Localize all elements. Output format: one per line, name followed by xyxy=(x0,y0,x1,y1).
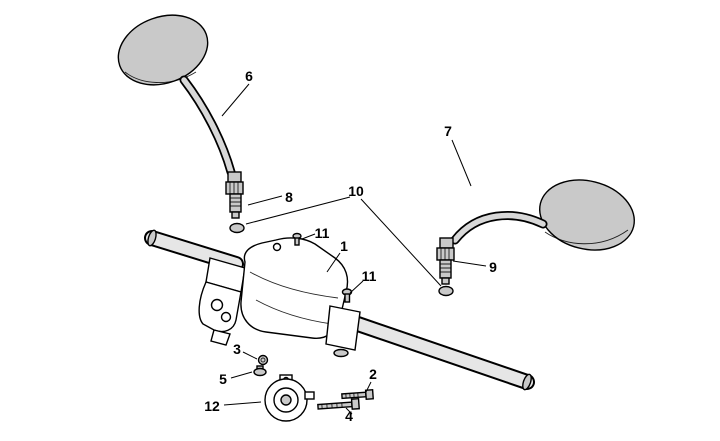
adapter-collar xyxy=(227,171,242,183)
cover-outline xyxy=(240,237,349,339)
cover-contour-2 xyxy=(255,299,333,325)
left-stem-cap xyxy=(229,222,245,234)
handlebar-right-end xyxy=(522,373,532,391)
left-mirror xyxy=(117,14,245,234)
part-label-10: 10 xyxy=(348,183,364,199)
part-label-11-mid: 11 xyxy=(362,268,377,284)
right-mirror-glass xyxy=(539,179,635,251)
leader-8 xyxy=(247,195,283,206)
handlebar-left-end xyxy=(147,229,157,247)
bracket-tab xyxy=(210,329,231,346)
clamp-body xyxy=(325,305,361,351)
screw-2 xyxy=(341,389,374,400)
screw-head xyxy=(364,389,374,400)
thread-lines xyxy=(230,197,241,207)
left-lever-bracket xyxy=(198,257,246,346)
knurl-lines xyxy=(229,182,239,194)
cover-screw-hole xyxy=(272,242,282,252)
nut-flange xyxy=(253,367,267,377)
clamp-washer xyxy=(333,348,349,358)
cover-contour-1 xyxy=(249,271,339,299)
leader-9 xyxy=(452,260,487,267)
throttle-assembly xyxy=(264,374,315,422)
adapter-thread xyxy=(439,259,452,279)
part-label-8: 8 xyxy=(285,189,293,205)
part-label-4: 4 xyxy=(345,408,353,424)
part-label-3: 3 xyxy=(233,341,241,357)
screw-4 xyxy=(317,397,360,410)
right-mirror xyxy=(436,179,635,297)
left-mirror-stem xyxy=(181,77,234,175)
part-label-6: 6 xyxy=(245,68,253,84)
handlebar-left xyxy=(146,232,242,270)
leader-1 xyxy=(326,252,341,273)
thread-lines xyxy=(321,402,343,409)
left-mirror-housing-edge xyxy=(124,71,197,83)
bracket-hole-1 xyxy=(210,298,224,312)
adapter-tip xyxy=(231,211,240,219)
right-mirror-stem xyxy=(452,212,546,243)
screw-shaft xyxy=(344,293,351,303)
leader-10-left xyxy=(245,196,351,225)
leader-3 xyxy=(242,351,258,360)
leader-4 xyxy=(345,407,353,415)
screw-11-mid xyxy=(341,288,353,303)
adapter-knurl xyxy=(436,247,455,261)
part-label-11-top: 11 xyxy=(315,225,330,241)
leader-11-mid xyxy=(349,280,364,294)
nut-5 xyxy=(253,365,267,377)
leader-12 xyxy=(223,401,262,406)
screw-11-top xyxy=(292,232,302,246)
part-label-12: 12 xyxy=(204,398,220,414)
leader-11-top xyxy=(301,233,316,240)
handlebar xyxy=(144,229,535,391)
part-label-9: 9 xyxy=(489,259,497,275)
leader-2 xyxy=(365,381,372,393)
right-mirror-adapter xyxy=(436,237,455,285)
part-label-5: 5 xyxy=(219,371,227,387)
right-stem-cap xyxy=(438,285,454,297)
nut-outer xyxy=(257,354,269,366)
adapter-collar xyxy=(439,237,454,249)
throttle-center xyxy=(280,394,292,406)
adapter-tip xyxy=(441,277,450,285)
adapter-knurl xyxy=(225,181,244,195)
thread-lines xyxy=(345,392,359,399)
adapter-thread xyxy=(229,193,242,213)
screw-head xyxy=(350,397,360,410)
thread-lines xyxy=(440,263,451,273)
throttle-lug xyxy=(304,391,315,400)
part-labels: 6 8 7 9 10 1 11 11 3 5 2 4 12 xyxy=(204,68,497,424)
left-mirror-adapter xyxy=(225,171,244,219)
center-clamp xyxy=(325,305,361,358)
leader-5 xyxy=(230,371,253,379)
right-mirror-housing-edge xyxy=(544,229,629,245)
part-label-7: 7 xyxy=(444,123,452,139)
nut-3 xyxy=(257,354,269,366)
knurl-lines xyxy=(440,248,450,260)
handlebar-cover xyxy=(240,237,349,339)
leader-6 xyxy=(221,83,250,117)
handlebar-right xyxy=(346,316,533,388)
bracket-hole-2 xyxy=(220,311,232,323)
part-label-1: 1 xyxy=(340,238,348,254)
leader-7 xyxy=(451,139,472,187)
nut-inner xyxy=(260,357,266,363)
screw-shaft xyxy=(294,237,300,246)
leader-lines xyxy=(221,83,487,415)
part-label-2: 2 xyxy=(369,366,377,382)
leader-10-right xyxy=(360,198,442,287)
